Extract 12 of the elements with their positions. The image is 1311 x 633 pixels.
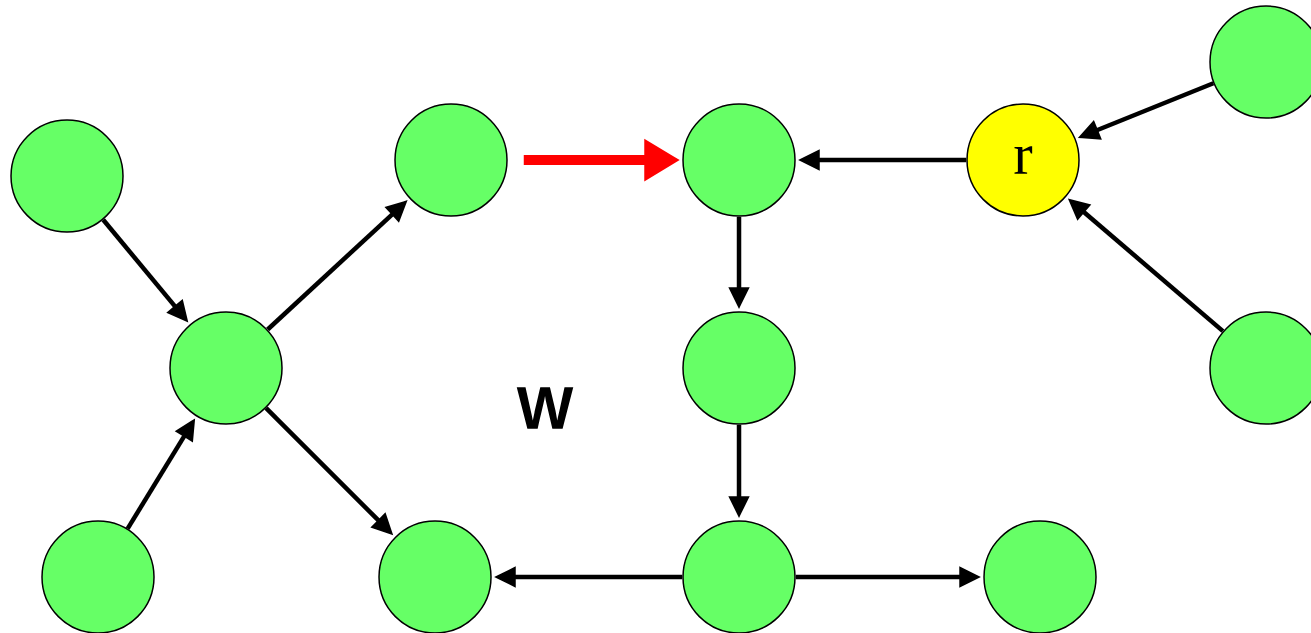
region-label: W [516, 387, 574, 429]
node-circle [10, 119, 124, 233]
node-circle [1209, 311, 1311, 425]
node-circle [169, 311, 283, 425]
node-circle [41, 520, 155, 633]
node-circle [378, 520, 492, 633]
node-circle [682, 311, 796, 425]
node-circle [682, 520, 796, 633]
node-circle [394, 103, 508, 217]
node-circle [1209, 5, 1311, 119]
node-circle [983, 520, 1097, 633]
node-circle [682, 103, 796, 217]
